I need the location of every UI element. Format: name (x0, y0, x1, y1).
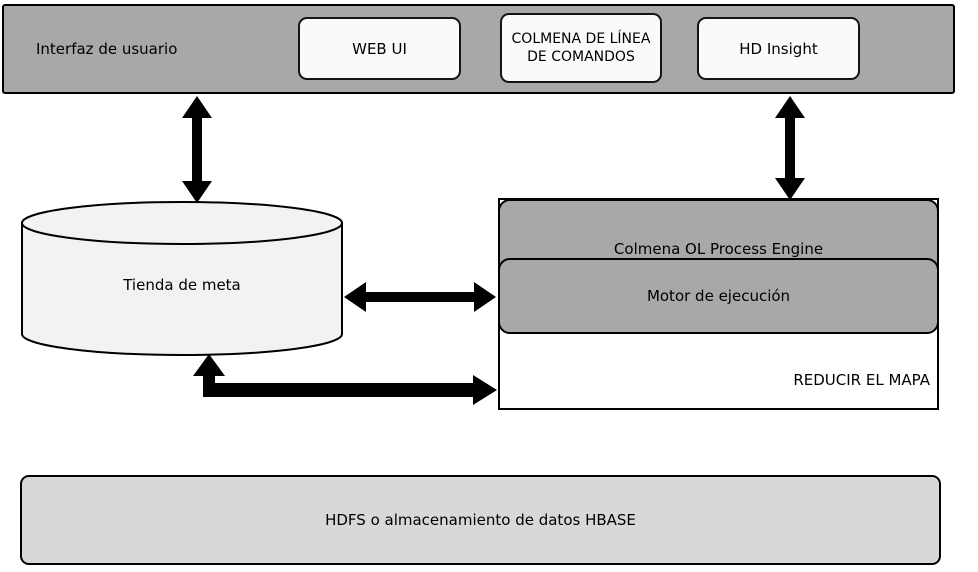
web-ui-label: WEB UI (352, 39, 407, 58)
hive-command-line-box: COLMENA DE LÍNEA DE COMANDOS (500, 13, 662, 83)
hive-command-line-label: COLMENA DE LÍNEA DE COMANDOS (511, 30, 651, 65)
arrow-ui-engine (775, 96, 805, 200)
arrow-metastore-engine (344, 282, 496, 312)
user-interface-label: Interfaz de usuario (36, 40, 178, 58)
hdfs-hbase-storage-box: HDFS o almacenamiento de datos HBASE (20, 475, 941, 565)
arrow-metastore-mapreduce (193, 354, 497, 405)
execution-engine-label: Motor de ejecución (646, 287, 791, 305)
web-ui-box: WEB UI (298, 17, 461, 80)
hd-insight-box: HD Insight (697, 17, 860, 80)
hdfs-hbase-storage-label: HDFS o almacenamiento de datos HBASE (325, 511, 636, 529)
process-engine-title: Colmena OL Process Engine (613, 240, 824, 258)
metastore-label: Tienda de meta (123, 276, 241, 294)
execution-engine-box: Motor de ejecución (498, 258, 939, 334)
hd-insight-label: HD Insight (739, 39, 818, 58)
mapreduce-label: REDUCIR EL MAPA (793, 371, 930, 389)
arrow-ui-metastore (182, 96, 212, 203)
